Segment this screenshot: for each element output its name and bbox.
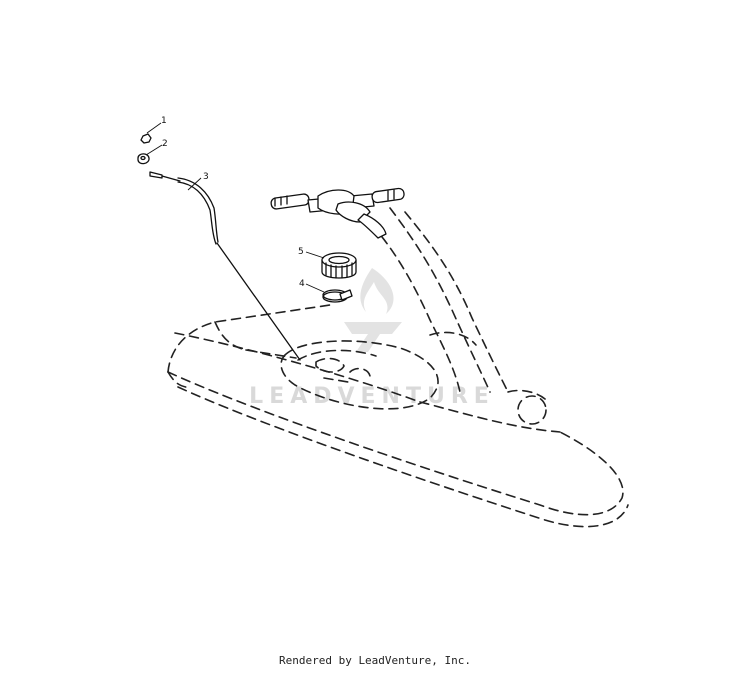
callout-5: 5 [298,247,304,257]
handlebar-assembly [270,187,405,239]
callout-1: 1 [161,116,167,126]
callout-leaders [145,122,325,293]
callout-4: 4 [299,279,305,289]
hull-outline [167,207,629,528]
watermark: LEADVENTURE [249,268,495,409]
part-5-cap [321,252,357,279]
watermark-text: LEADVENTURE [249,384,495,409]
watermark-flame-icon [360,268,394,314]
part-3-cable [149,171,301,361]
watermark-logo-icon [344,322,402,352]
part-4-clamp [322,289,353,303]
part-2-washer [137,153,150,165]
callout-2: 2 [162,139,168,149]
callout-3: 3 [203,172,209,182]
footer-credit: Rendered by LeadVenture, Inc. [278,654,472,667]
callouts: 1 2 3 4 5 [161,116,305,289]
part-1-nut [140,133,152,144]
